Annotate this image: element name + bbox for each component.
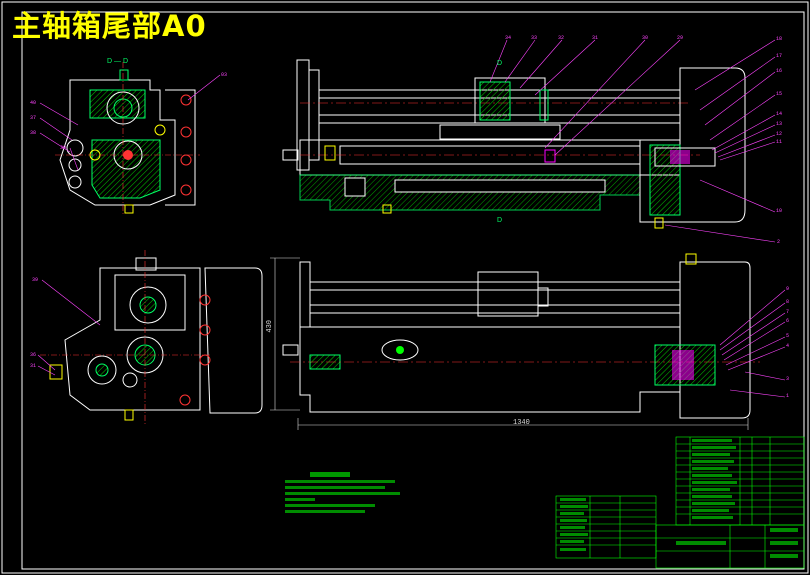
- technical-notes: [285, 472, 400, 513]
- dimension-length: 1340: [513, 419, 530, 427]
- section-label-d-d: D — D: [107, 58, 128, 65]
- balloon-left-bottom: 36: [30, 352, 37, 358]
- balloon-main-top: 34: [505, 35, 512, 41]
- balloon-lower-right: 7: [786, 309, 790, 315]
- balloon-lower-right: 4: [786, 343, 790, 349]
- balloon-lower-right: 8: [786, 299, 790, 305]
- balloon-lower-right: 1: [786, 393, 790, 399]
- balloon-main-right: 10: [776, 208, 783, 214]
- balloon-left-top: 38: [30, 130, 37, 136]
- balloon-left-bottom: 31: [30, 363, 37, 369]
- main-view-bottom: [282, 253, 786, 419]
- balloon-main-bottom-right: 2: [777, 239, 781, 245]
- balloon-main-top: 29: [677, 35, 684, 41]
- end-view-top: [39, 62, 221, 215]
- balloon-main-right: 11: [776, 139, 783, 145]
- balloon-lower-right: 6: [786, 318, 790, 324]
- cut-mark-lower: D: [497, 217, 503, 224]
- balloon-left-top: 40: [30, 100, 37, 106]
- balloon-main-top: 33: [531, 35, 538, 41]
- parts-list-table: [555, 436, 805, 569]
- balloon-left-top: 39: [60, 145, 67, 151]
- parts-list-text-fill: [560, 439, 798, 558]
- balloon-main-right: 12: [776, 131, 783, 137]
- balloon-main-top: 32: [558, 35, 565, 41]
- balloon-main-right: 18: [776, 36, 783, 42]
- dimension-lines: [270, 257, 749, 430]
- balloon-main-right: 14: [776, 111, 783, 117]
- balloon-main-top: 31: [592, 35, 599, 41]
- balloon-lower-right: 5: [786, 333, 790, 339]
- inner-frame: [21, 11, 805, 570]
- balloon-end-view: 03: [221, 72, 228, 78]
- balloon-main-right: 16: [776, 68, 783, 74]
- balloon-main-right: 15: [776, 91, 783, 97]
- balloon-main-right: 13: [776, 121, 783, 127]
- balloon-left-bottom: 39: [32, 277, 39, 283]
- balloon-lower-right: 3: [786, 376, 790, 382]
- end-view-bottom: [37, 250, 263, 425]
- cut-mark-upper: D: [497, 60, 503, 67]
- drawing-title: 主轴箱尾部A0: [12, 9, 207, 43]
- balloon-main-right: 17: [776, 53, 783, 59]
- balloon-left-top: 37: [30, 115, 37, 121]
- balloon-main-top: 30: [642, 35, 649, 41]
- main-view-top: [282, 39, 776, 243]
- dimension-height: 430: [266, 320, 274, 333]
- balloon-lower-right: 9: [786, 286, 790, 292]
